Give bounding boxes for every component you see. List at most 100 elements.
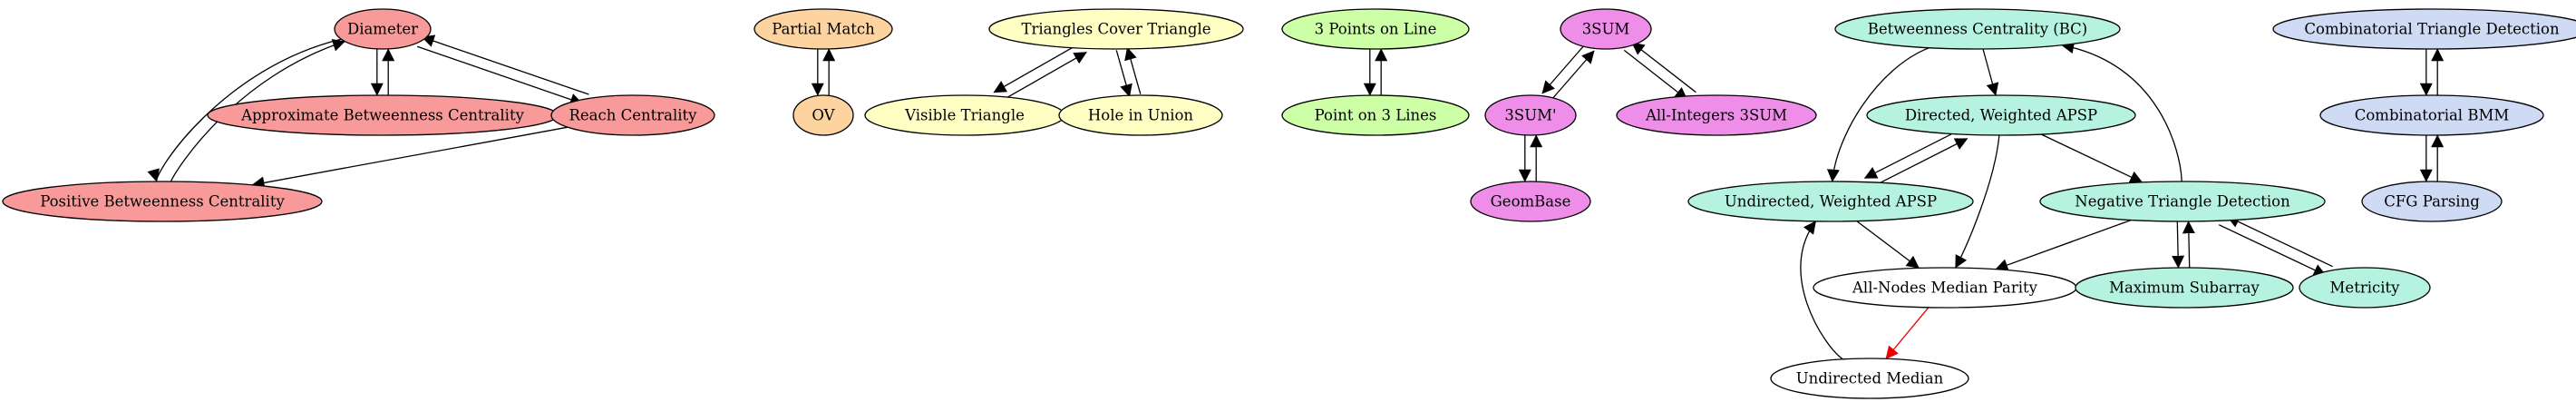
node-shape-geombase — [1470, 181, 1591, 222]
edge-reach-centrality-to-diameter — [421, 34, 589, 95]
node-shape-point-three-lines — [1281, 94, 1470, 136]
edge-triangles-cover-to-visible-triangle — [993, 44, 1079, 93]
edge-diameter-to-positive-bc — [147, 38, 342, 182]
node-ov: OV — [792, 94, 854, 136]
node-shape-undirected-apsp — [1687, 181, 1974, 222]
node-label-point-three-lines: Point on 3 Lines — [1315, 107, 1437, 124]
edge-negative-triangle-to-all-nodes-median — [1995, 219, 2132, 271]
node-label-directed-apsp: Directed, Weighted APSP — [1905, 107, 2097, 124]
node-all-integers-3sum: All-Integers 3SUM — [1616, 94, 1817, 136]
node-shape-metricity — [2299, 267, 2431, 309]
node-negative-triangle: Negative Triangle Detection — [2039, 181, 2326, 222]
node-label-maximum-subarray: Maximum Subarray — [2109, 279, 2260, 297]
edge-bc-to-undirected-apsp — [1826, 47, 1930, 182]
node-hole-in-union: Hole in Union — [1058, 94, 1223, 136]
node-label-negative-triangle: Negative Triangle Detection — [2075, 193, 2290, 211]
node-label-all-nodes-median: All-Nodes Median Parity — [1852, 279, 2038, 297]
node-label-all-integers-3sum: All-Integers 3SUM — [1645, 107, 1787, 124]
node-label-bc: Betweenness Centrality (BC) — [1868, 21, 2087, 38]
node-label-geombase: GeomBase — [1491, 193, 1571, 211]
node-threesum-prime: 3SUM' — [1484, 94, 1577, 136]
node-shape-threesum — [1560, 8, 1652, 50]
edge-directed-apsp-to-undirected-apsp — [1863, 129, 1959, 179]
edge-reach-centrality-to-positive-bc — [251, 126, 569, 190]
node-label-threesum-prime: 3SUM' — [1504, 107, 1556, 124]
node-shape-negative-triangle — [2039, 181, 2326, 222]
edge-negative-triangle-to-metricity — [2218, 224, 2327, 277]
edge-threesum-to-all-integers-3sum — [1623, 49, 1688, 101]
edge-bc-to-directed-apsp — [1982, 48, 1999, 96]
node-label-visible-triangle: Visible Triangle — [904, 107, 1025, 124]
node-diameter: Diameter — [334, 8, 432, 50]
node-shape-bc — [1834, 8, 2121, 50]
edge-directed-apsp-to-all-nodes-median — [1955, 134, 2000, 269]
node-undirected-apsp: Undirected, Weighted APSP — [1687, 181, 1974, 222]
edge-threesum-prime-to-threesum — [1550, 50, 1595, 101]
edge-metricity-to-negative-triangle — [2226, 215, 2333, 268]
node-undirected-median: Undirected Median — [1770, 358, 1969, 399]
node-shape-ov — [792, 94, 854, 136]
edge-negative-triangle-to-maximum-subarray — [2172, 221, 2185, 269]
node-bc: Betweenness Centrality (BC) — [1834, 8, 2121, 50]
node-approx-bc: Approximate Betweenness Centrality — [207, 94, 559, 136]
node-three-points-line: 3 Points on Line — [1281, 8, 1470, 50]
node-shape-reach-centrality — [550, 94, 715, 136]
node-positive-bc: Positive Betweenness Centrality — [2, 181, 323, 222]
node-label-ov: OV — [812, 107, 835, 124]
edge-maximum-subarray-to-negative-triangle — [2182, 221, 2195, 268]
node-label-triangles-cover: Triangles Cover Triangle — [1022, 21, 1211, 38]
node-triangles-cover: Triangles Cover Triangle — [988, 8, 1244, 50]
node-label-comb-bmm: Combinatorial BMM — [2355, 107, 2510, 124]
node-shape-threesum-prime — [1484, 94, 1577, 136]
node-label-cfg-parsing: CFG Parsing — [2384, 193, 2480, 211]
edge-visible-triangle-to-triangles-cover — [1001, 52, 1087, 102]
node-comb-bmm: Combinatorial BMM — [2319, 94, 2544, 136]
node-metricity: Metricity — [2299, 267, 2431, 309]
node-all-nodes-median: All-Nodes Median Parity — [1813, 267, 2077, 309]
node-reach-centrality: Reach Centrality — [550, 94, 715, 136]
node-label-partial-match: Partial Match — [772, 21, 875, 38]
node-shape-positive-bc — [2, 181, 323, 222]
node-cfg-parsing: CFG Parsing — [2361, 181, 2503, 222]
node-shape-cfg-parsing — [2361, 181, 2503, 222]
node-label-undirected-apsp: Undirected, Weighted APSP — [1725, 193, 1937, 211]
node-comb-triangle: Combinatorial Triangle Detection — [2272, 8, 2576, 50]
edge-diameter-to-reach-centrality — [416, 45, 583, 106]
node-shape-comb-bmm — [2319, 94, 2544, 136]
edge-all-nodes-median-to-undirected-median — [1885, 307, 1930, 359]
edge-negative-triangle-to-bc — [2061, 41, 2182, 182]
node-shape-comb-triangle — [2272, 8, 2576, 50]
node-label-reach-centrality: Reach Centrality — [569, 107, 697, 124]
node-shape-diameter — [334, 8, 432, 50]
node-label-three-points-line: 3 Points on Line — [1315, 21, 1437, 38]
edge-directed-apsp-to-negative-triangle — [2040, 133, 2143, 183]
node-label-metricity: Metricity — [2330, 279, 2401, 297]
edge-all-integers-3sum-to-threesum — [1631, 42, 1696, 93]
edge-triangles-cover-to-hole-in-union — [1115, 50, 1132, 98]
node-partial-match: Partial Match — [753, 8, 893, 50]
node-label-positive-bc: Positive Betweenness Centrality — [40, 193, 285, 211]
node-point-three-lines: Point on 3 Lines — [1281, 94, 1470, 136]
node-shape-triangles-cover — [988, 8, 1244, 50]
node-shape-all-integers-3sum — [1616, 94, 1817, 136]
edge-undirected-apsp-to-directed-apsp — [1872, 138, 1968, 187]
edge-undirected-median-to-undirected-apsp — [1800, 221, 1843, 360]
node-shape-hole-in-union — [1058, 94, 1223, 136]
node-shape-three-points-line — [1281, 8, 1470, 50]
node-shape-maximum-subarray — [2075, 267, 2294, 309]
node-label-threesum: 3SUM — [1582, 21, 1630, 38]
edge-threesum-to-threesum-prime — [1541, 44, 1586, 94]
node-label-diameter: Diameter — [347, 21, 418, 38]
edge-undirected-apsp-to-all-nodes-median — [1856, 221, 1920, 269]
node-maximum-subarray: Maximum Subarray — [2075, 267, 2294, 309]
node-label-comb-triangle: Combinatorial Triangle Detection — [2304, 21, 2560, 38]
node-label-approx-bc: Approximate Betweenness Centrality — [240, 107, 524, 124]
node-label-undirected-median: Undirected Median — [1796, 370, 1944, 387]
node-shape-directed-apsp — [1866, 94, 2136, 136]
node-geombase: GeomBase — [1470, 181, 1591, 222]
node-threesum: 3SUM — [1560, 8, 1652, 50]
edge-hole-in-union-to-triangles-cover — [1124, 46, 1142, 94]
node-shape-undirected-median — [1770, 358, 1969, 399]
